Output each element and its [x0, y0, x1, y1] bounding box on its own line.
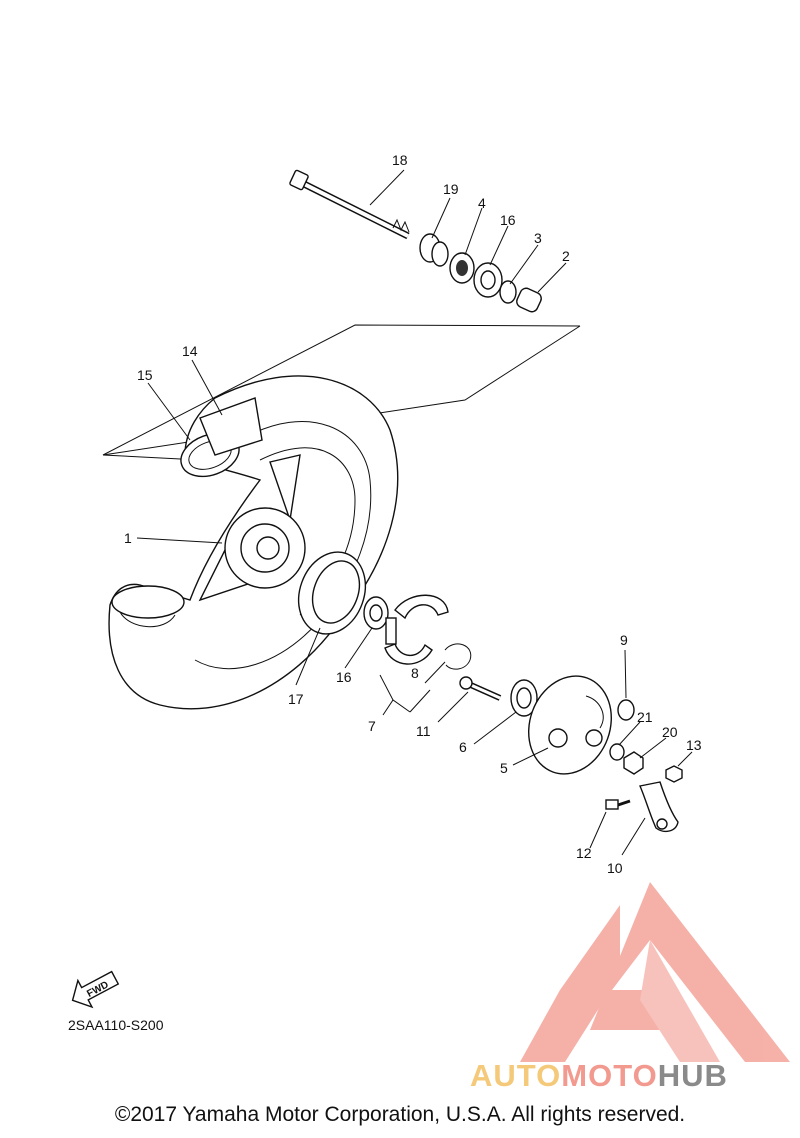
callout-4: 4 — [478, 195, 486, 211]
callout-5: 5 — [500, 760, 508, 776]
callout-18: 18 — [392, 152, 408, 168]
callout-3: 3 — [534, 230, 542, 246]
callout-17: 17 — [288, 691, 304, 707]
bolt — [605, 799, 631, 810]
callout-9: 9 — [620, 632, 628, 648]
callout-6: 6 — [459, 739, 467, 755]
callout-19: 19 — [443, 181, 459, 197]
hardware — [609, 699, 683, 783]
brake-shoe-plate — [528, 675, 612, 775]
brand-hub: HUB — [657, 1058, 728, 1093]
callout-16-top: 16 — [500, 212, 516, 228]
callout-15: 15 — [137, 367, 153, 383]
brake-shoe-kit — [384, 594, 449, 665]
oil-seal-lower — [510, 679, 538, 717]
spring — [444, 643, 472, 670]
callout-1: 1 — [124, 530, 132, 546]
brake-drum — [297, 551, 367, 635]
leader-lines — [136, 169, 693, 856]
callout-labels: 18 19 4 16 3 2 14 15 1 16 17 8 7 11 6 9 … — [124, 152, 702, 876]
callout-10: 10 — [607, 860, 623, 876]
callout-7: 7 — [368, 718, 376, 734]
oil-seal — [449, 252, 475, 284]
axle-shaft — [289, 169, 410, 240]
camshaft — [459, 676, 502, 701]
fwd-label: FWD — [85, 979, 110, 999]
fwd-arrow-icon: FWD — [71, 970, 120, 1009]
collar — [419, 233, 449, 267]
watermark-logo — [520, 882, 790, 1062]
callout-11: 11 — [416, 723, 431, 739]
callout-21: 21 — [637, 709, 653, 725]
watermark-brand: AUTOMOTOHUB — [470, 1058, 728, 1094]
callout-8: 8 — [411, 665, 419, 681]
bearing-lower — [363, 596, 389, 630]
callout-16-lower: 16 — [336, 669, 352, 685]
callout-2: 2 — [562, 248, 570, 264]
callout-20: 20 — [662, 724, 678, 740]
bearing-top — [473, 262, 503, 298]
camshaft-lever — [639, 781, 679, 833]
brand-moto: MOTO — [561, 1058, 658, 1093]
callout-14: 14 — [182, 343, 198, 359]
drawing-code: 2SAA110-S200 — [68, 1017, 164, 1033]
copyright-notice: ©2017 Yamaha Motor Corporation, U.S.A. A… — [114, 1103, 686, 1126]
wheel-assembly — [108, 375, 399, 710]
collar-2 — [516, 287, 542, 313]
callout-13: 13 — [686, 737, 702, 753]
callout-12: 12 — [576, 845, 592, 861]
spacer — [499, 280, 517, 304]
brand-auto: AUTO — [470, 1058, 562, 1093]
